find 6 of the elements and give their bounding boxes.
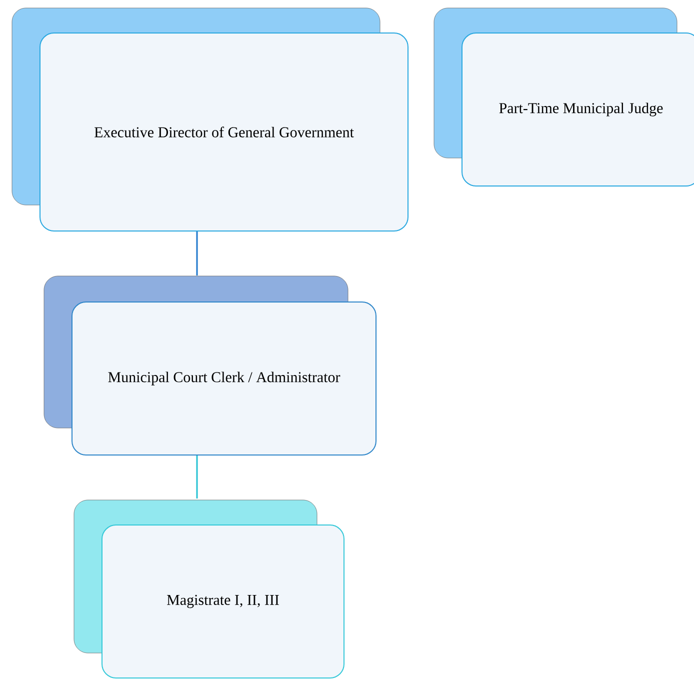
org-chart-box: Part-Time Municipal Judge — [434, 8, 694, 186]
org-chart-box: Magistrate I, II, III — [74, 500, 344, 678]
connector-line — [196, 232, 198, 276]
connector-line — [196, 456, 198, 498]
org-chart-box: Municipal Court Clerk / Administrator — [44, 276, 376, 456]
org-chart-box: Executive Director of General Government — [12, 8, 408, 232]
